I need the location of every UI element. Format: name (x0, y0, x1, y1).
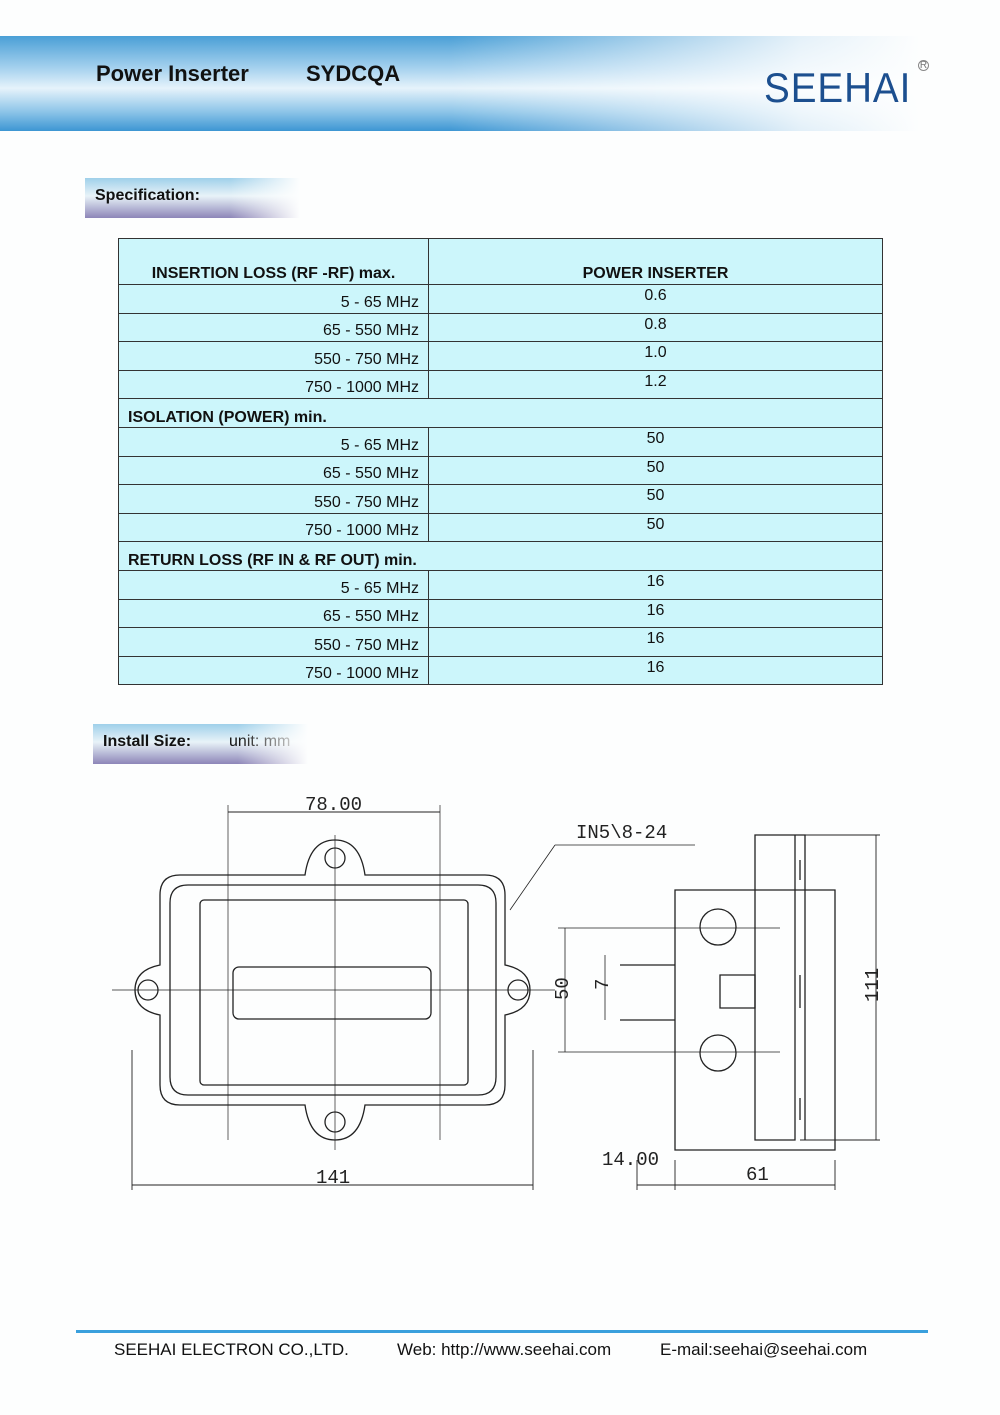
value-cell: 50 (428, 484, 883, 514)
frequency-cell: 550 - 750 MHz (118, 484, 429, 514)
registered-mark: R (918, 60, 929, 71)
header-banner (0, 36, 1000, 131)
unit-label: unit: mm (229, 733, 291, 750)
value-cell: 16 (428, 569, 883, 600)
table-header-row: INSERTION LOSS (RF -RF) max.POWER INSERT… (118, 238, 883, 285)
frequency-cell: 65 - 550 MHz (118, 312, 429, 343)
frequency-cell: 5 - 65 MHz (118, 569, 429, 600)
model-title: SYDCQA (306, 61, 401, 86)
dim-50-label: 50 (552, 977, 574, 1000)
section-title: RETURN LOSS (RF IN & RF OUT) min. (118, 541, 883, 571)
value-cell: 50 (428, 426, 883, 457)
frequency-cell: 5 - 65 MHz (118, 284, 429, 314)
dim-top-label: 78.00 (305, 794, 362, 816)
header-cell: INSERTION LOSS (RF -RF) max. (118, 238, 429, 285)
footer-divider (76, 1330, 928, 1333)
frequency-cell: 750 - 1000 MHz (118, 512, 429, 543)
specification-label: Specification: (95, 187, 200, 204)
dim-width-label: 141 (316, 1167, 350, 1189)
footer-email-link[interactable]: E-mail:seehai@seehai.com (660, 1340, 868, 1359)
header-cell: POWER INSERTER (428, 238, 883, 285)
section-title: ISOLATION (POWER) min. (118, 398, 883, 428)
frequency-cell: 750 - 1000 MHz (118, 655, 429, 686)
frequency-cell: 65 - 550 MHz (118, 598, 429, 629)
side-view (509, 834, 880, 1190)
specification-heading: Specification: (85, 178, 300, 218)
section-row: ISOLATION (POWER) min. (118, 398, 883, 428)
frequency-cell: 5 - 65 MHz (118, 426, 429, 457)
value-cell: 0.8 (428, 312, 883, 343)
install-drawing: 78.00 IN5\8-24 141 50 7 111 14.00 61 (112, 794, 884, 1190)
brand-logo: SEEHAI (764, 64, 912, 111)
dim-14-label: 14.00 (602, 1149, 659, 1171)
frequency-cell: 65 - 550 MHz (118, 455, 429, 486)
section-row: RETURN LOSS (RF IN & RF OUT) min. (118, 541, 883, 571)
install-size-label: Install Size: (103, 733, 192, 750)
value-cell: 1.0 (428, 341, 883, 371)
front-view (112, 805, 555, 1190)
dim-thread-label: IN5\8-24 (576, 822, 667, 844)
value-cell: 50 (428, 512, 883, 543)
spec-table: INSERTION LOSS (RF -RF) max.POWER INSERT… (118, 238, 883, 686)
dim-61-label: 61 (746, 1164, 769, 1186)
value-cell: 16 (428, 655, 883, 686)
frequency-cell: 750 - 1000 MHz (118, 369, 429, 400)
value-cell: 50 (428, 455, 883, 486)
footer-web-link[interactable]: Web: http://www.seehai.com (397, 1340, 612, 1359)
value-cell: 16 (428, 627, 883, 657)
install-size-heading: Install Size: unit: mm (93, 724, 308, 764)
frequency-cell: 550 - 750 MHz (118, 627, 429, 657)
value-cell: 0.6 (428, 284, 883, 314)
frequency-cell: 550 - 750 MHz (118, 341, 429, 371)
product-title: Power Inserter (96, 61, 249, 86)
dim-7-label: 7 (592, 979, 614, 990)
footer-company: SEEHAI ELECTRON CO.,LTD. (114, 1340, 349, 1359)
dim-111-label: 111 (862, 968, 884, 1002)
value-cell: 16 (428, 598, 883, 629)
value-cell: 1.2 (428, 369, 883, 400)
